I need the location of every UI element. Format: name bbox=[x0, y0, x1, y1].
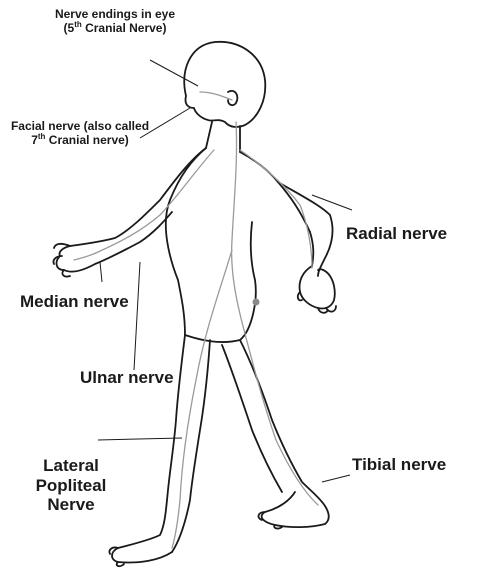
torso-left-outline bbox=[166, 148, 206, 335]
right-hand-fingers bbox=[298, 292, 336, 313]
hip-outline bbox=[185, 222, 256, 342]
ear-outline bbox=[228, 91, 237, 105]
left-arm-nerve-line bbox=[74, 150, 214, 260]
radial-nerve-leader bbox=[312, 195, 352, 210]
lateral-popliteal-leader bbox=[98, 438, 182, 440]
label-lateral-popliteal-nerve: Lateral Popliteal Nerve bbox=[12, 456, 130, 515]
torso-right-outline bbox=[240, 152, 310, 232]
eye-nerve-leader bbox=[150, 60, 198, 86]
median-nerve-leader bbox=[100, 262, 102, 282]
left-arm-outline bbox=[57, 148, 206, 272]
tibial-nerve-leader bbox=[322, 475, 350, 482]
label-tibial-nerve: Tibial nerve bbox=[352, 455, 446, 475]
thigh-dot bbox=[253, 299, 260, 306]
label-eye-nerve: Nerve endings in eye (5th Cranial Nerve) bbox=[50, 8, 180, 36]
label-median-nerve: Median nerve bbox=[20, 292, 129, 312]
right-arm-outline bbox=[278, 182, 332, 276]
label-facial-nerve: Facial nerve (also called 7th Cranial ne… bbox=[10, 120, 150, 148]
head-outline bbox=[184, 42, 265, 127]
right-hand-outline bbox=[300, 266, 335, 309]
label-radial-nerve: Radial nerve bbox=[346, 224, 447, 244]
label-ulnar-nerve: Ulnar nerve bbox=[80, 368, 174, 388]
ulnar-nerve-leader bbox=[134, 262, 140, 370]
eye-nerve-line bbox=[200, 92, 232, 100]
